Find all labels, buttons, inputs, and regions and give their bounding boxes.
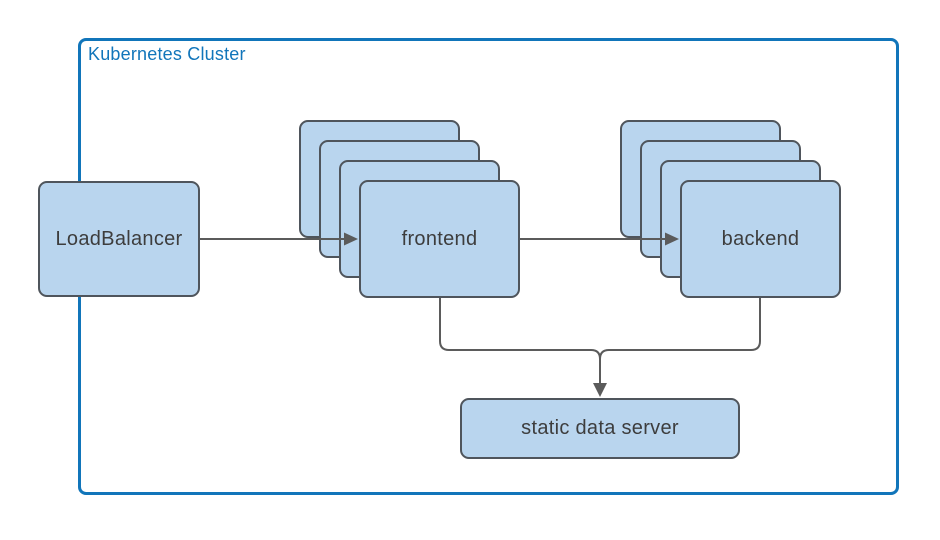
static-data-server-label: static data server xyxy=(521,417,679,439)
loadbalancer-node: LoadBalancer xyxy=(38,181,200,297)
loadbalancer-label: LoadBalancer xyxy=(55,227,183,250)
backend-node: backend xyxy=(680,180,841,298)
frontend-label: frontend xyxy=(401,227,478,250)
static-data-server-node: static data server xyxy=(460,398,740,459)
backend-label: backend xyxy=(721,227,800,250)
frontend-node: frontend xyxy=(359,180,520,298)
cluster-label: Kubernetes Cluster xyxy=(88,44,246,64)
